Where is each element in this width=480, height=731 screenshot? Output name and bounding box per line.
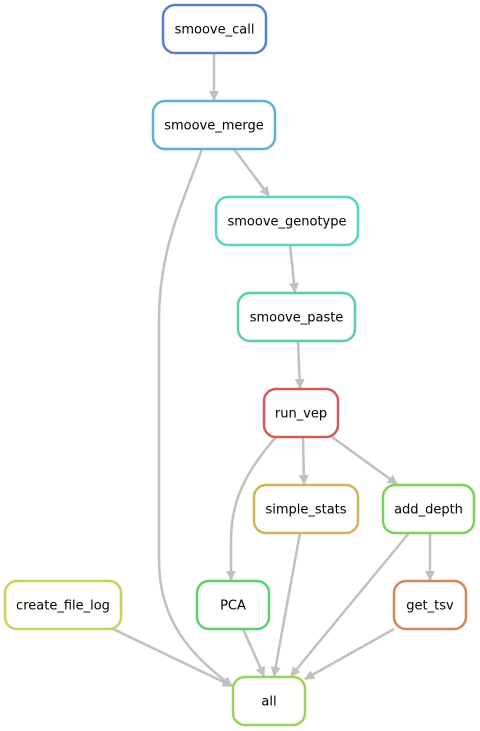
node-smoove-genotype[interactable]: smoove_genotype <box>214 195 360 247</box>
node-box <box>151 99 277 151</box>
node-run-vep[interactable]: run_vep <box>262 387 340 439</box>
edge-run_vep-to-simple_stats <box>298 436 309 485</box>
node-layer: smoove_call smoove_merge smoove_genotypesm… <box>3 3 476 727</box>
edge-create_file_log-to-all <box>112 627 233 688</box>
node-create-file-log[interactable]: create_file_log <box>3 579 123 631</box>
edge-run_vep-to-add_depth <box>331 435 398 486</box>
node-simple-stats[interactable]: simple_stats <box>252 483 360 535</box>
node-box <box>214 195 360 247</box>
node-label: simple_stats <box>265 503 346 518</box>
node-label: smoove_call <box>175 23 255 38</box>
node-box <box>195 579 271 631</box>
node-label: smoove_paste <box>250 311 344 326</box>
node-PCA[interactable]: PCA <box>195 579 271 631</box>
node-label: all <box>261 695 276 710</box>
edge-get_tsv-to-all <box>304 627 395 681</box>
node-label: add_depth <box>394 503 463 518</box>
edge-layer <box>112 53 435 688</box>
node-label: smoove_merge <box>164 119 264 134</box>
edge-smoove_merge-to-all <box>157 148 233 688</box>
node-box <box>231 675 307 727</box>
node-label: smoove_genotype <box>227 215 346 230</box>
node-label: create_file_log <box>16 599 110 614</box>
node-smoove-paste[interactable]: smoove_paste <box>236 291 357 343</box>
edge-PCA-to-all <box>241 628 266 677</box>
node-smoove-merge[interactable]: smoove_merge <box>151 99 277 151</box>
node-box <box>392 579 468 631</box>
edge-smoove_merge-to-smoove_genotype <box>232 148 271 197</box>
edge-simple_stats-to-all <box>270 532 302 677</box>
node-label: PCA <box>220 599 246 614</box>
node-label: get_tsv <box>406 599 454 614</box>
node-smoove-call[interactable]: smoove_call <box>161 3 268 55</box>
node-box <box>381 483 476 535</box>
edge-add_depth-to-all <box>290 532 410 677</box>
edge-run_vep-to-PCA <box>226 436 277 581</box>
edge-smoove_genotype-to-smoove_paste <box>288 244 300 293</box>
node-label: run_vep <box>275 407 327 422</box>
edge-smoove_paste-to-run_vep <box>294 340 305 389</box>
node-box <box>262 387 340 439</box>
node-add-depth[interactable]: add_depth <box>381 483 476 535</box>
node-all[interactable]: all <box>231 675 307 727</box>
node-box <box>161 3 268 55</box>
node-get-tsv[interactable]: get_tsv <box>392 579 468 631</box>
node-box <box>252 483 360 535</box>
node-box <box>3 579 123 631</box>
node-box <box>236 291 357 343</box>
